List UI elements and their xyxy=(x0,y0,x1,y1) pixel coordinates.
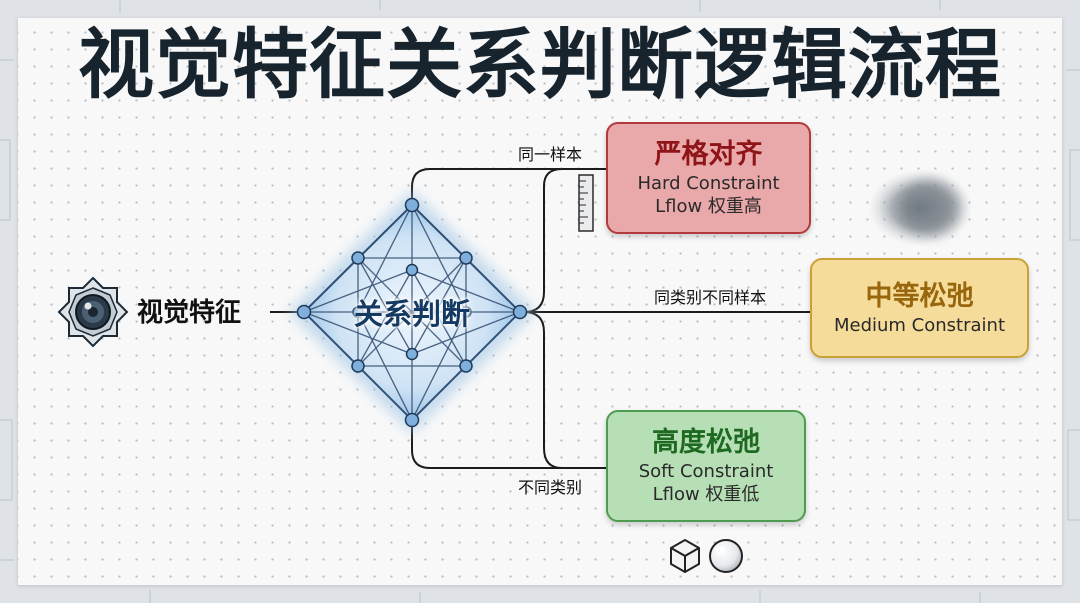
strict-alignment-subtitle: Hard Constraint xyxy=(637,173,780,194)
strict-alignment-box: 严格对齐 Hard Constraint Lflow 权重高 xyxy=(606,122,811,234)
high-relaxation-title: 高度松弛 xyxy=(652,427,760,458)
relation-judgment-label: 关系判断 xyxy=(353,297,470,331)
cube-icon xyxy=(670,539,700,573)
network-node xyxy=(352,306,364,318)
network-node xyxy=(351,359,365,373)
medium-relaxation-title: 中等松弛 xyxy=(865,280,974,312)
ruler-icon xyxy=(578,174,594,232)
lower-fork xyxy=(523,311,563,469)
edge-label-same-class-diff-sample: 同类别不同样本 xyxy=(654,288,767,307)
network-node xyxy=(404,197,420,213)
medium-relaxation-subtitle: Medium Constraint xyxy=(833,314,1006,336)
strict-alignment-weight: Lflow 权重高 xyxy=(655,196,762,217)
network-node xyxy=(405,263,419,277)
network-node xyxy=(405,347,419,361)
network-node xyxy=(512,304,528,320)
page-title: 视觉特征关系判断逻辑流程 xyxy=(78,20,1002,109)
high-relaxation-box: 高度松弛 Soft Constraint Lflow 权重低 xyxy=(606,410,806,522)
edge-label-diff-class: 不同类别 xyxy=(518,478,583,497)
top-branch xyxy=(411,168,560,205)
visual-feature-label: 视觉特征 xyxy=(137,298,242,328)
network-node xyxy=(296,304,312,320)
network-node xyxy=(459,359,473,373)
network-node xyxy=(460,306,472,318)
network-node xyxy=(459,251,473,265)
relation-network xyxy=(288,190,536,434)
sphere-icon xyxy=(709,539,743,573)
edge-label-same-sample: 同一样本 xyxy=(518,145,583,164)
network-node xyxy=(351,251,365,265)
high-relaxation-weight: Lflow 权重低 xyxy=(652,484,760,505)
high-relaxation-subtitle: Soft Constraint xyxy=(638,461,774,482)
connector-lines xyxy=(270,168,810,469)
medium-relaxation-box: 中等松弛 Medium Constraint xyxy=(810,258,1029,358)
upper-fork xyxy=(523,168,606,313)
blur-blob-icon xyxy=(868,170,972,246)
strict-alignment-title: 严格对齐 xyxy=(654,139,763,170)
camera-lens-icon xyxy=(57,276,129,348)
bottom-branch xyxy=(411,420,606,469)
network-node xyxy=(404,412,420,428)
